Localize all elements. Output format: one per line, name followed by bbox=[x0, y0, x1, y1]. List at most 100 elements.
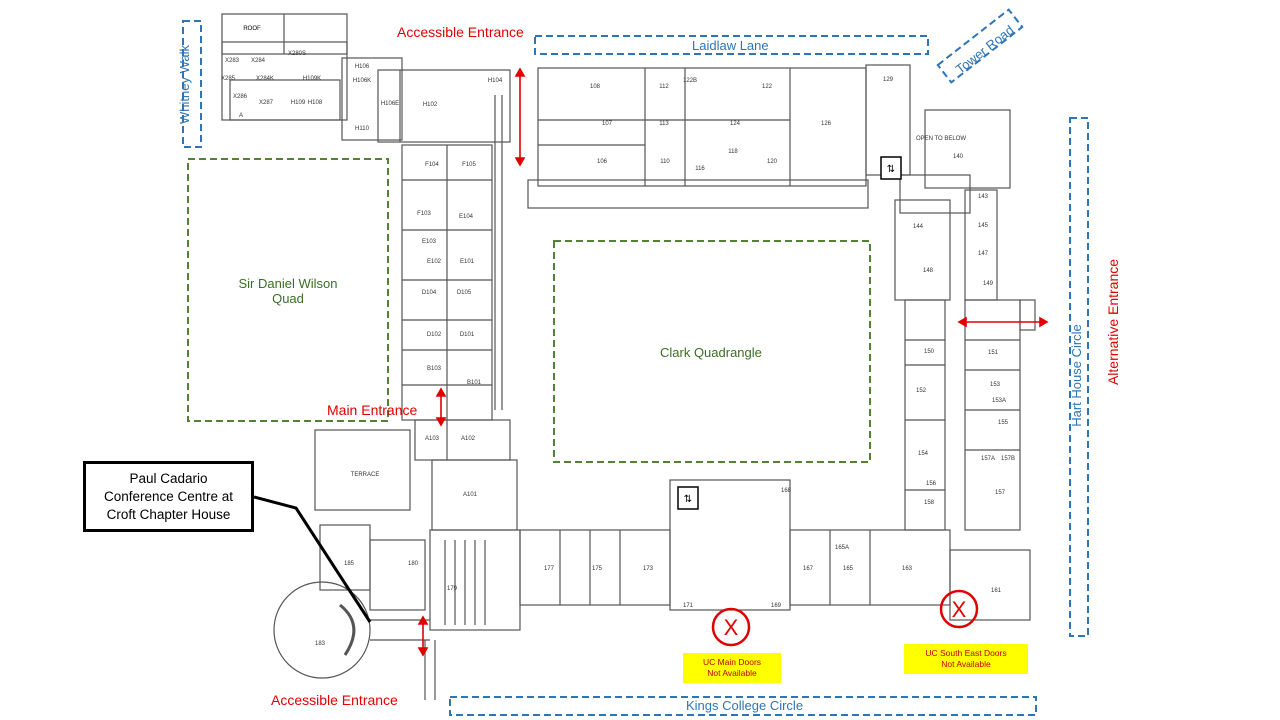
room-label: 177 bbox=[544, 566, 555, 572]
room-label: 165 bbox=[843, 566, 854, 572]
room-label: 180 bbox=[408, 561, 419, 567]
room-label: TERRACE bbox=[351, 472, 380, 478]
room-label: 157A bbox=[981, 456, 995, 462]
room-label: 113 bbox=[659, 121, 669, 127]
wilson-quad-name: Sir Daniel Wilson Quad bbox=[238, 276, 338, 306]
street-hart-house-circle: Hart House Circle bbox=[1068, 324, 1084, 427]
room-label: 112 bbox=[659, 84, 669, 90]
building-outline bbox=[221, 13, 1036, 700]
room-label: 165A bbox=[835, 545, 849, 551]
room-label: 129 bbox=[883, 77, 894, 83]
accessible-entrance-top-label: Accessible Entrance bbox=[397, 24, 524, 40]
uc-main-doors-line2: Not Available bbox=[707, 668, 757, 678]
room-label: X287 bbox=[259, 100, 274, 106]
room-label: H106E bbox=[381, 101, 399, 107]
room-label: 171 bbox=[683, 603, 694, 609]
room-label: 157 bbox=[995, 490, 1006, 496]
room-label: 116 bbox=[695, 166, 705, 172]
room-label: 149 bbox=[983, 281, 994, 287]
room-label: F105 bbox=[462, 162, 476, 168]
closed-door-marker-main: X bbox=[711, 607, 751, 647]
clark-quad-outline bbox=[553, 240, 871, 463]
room-label: 163 bbox=[902, 566, 913, 572]
room-label: D104 bbox=[422, 290, 437, 296]
room-label: 122B bbox=[683, 78, 697, 84]
uc-south-east-doors-line2: Not Available bbox=[941, 659, 991, 669]
room-label: E102 bbox=[427, 259, 442, 265]
uc-south-east-doors-notice: UC South East Doors Not Available bbox=[904, 644, 1028, 674]
clark-quad-label: Clark Quadrangle bbox=[660, 345, 762, 360]
main-entrance-label: Main Entrance bbox=[327, 402, 418, 418]
svg-text:⇅: ⇅ bbox=[684, 494, 692, 505]
svg-text:⇅: ⇅ bbox=[887, 164, 895, 175]
room-label: ROOF bbox=[243, 26, 261, 32]
room-label: H110 bbox=[355, 126, 370, 132]
room-label: 148 bbox=[923, 268, 934, 274]
room-label: H102 bbox=[423, 102, 438, 108]
room-label: 175 bbox=[592, 566, 603, 572]
callout-line-3: Croft Chapter House bbox=[106, 506, 231, 522]
room-label: 108 bbox=[590, 84, 601, 90]
room-label: 124 bbox=[730, 121, 741, 127]
room-label: H108 bbox=[308, 100, 323, 106]
room-label: 145 bbox=[978, 223, 989, 229]
room-label: 122 bbox=[762, 84, 773, 90]
room-label: D102 bbox=[427, 332, 442, 338]
room-label: 183 bbox=[315, 641, 326, 647]
room-label: D105 bbox=[457, 290, 472, 296]
room-label: 179 bbox=[447, 586, 458, 592]
room-label: A101 bbox=[463, 492, 478, 498]
room-label: X286 bbox=[233, 94, 248, 100]
wilson-quad-label: Sir Daniel Wilson Quad bbox=[228, 276, 348, 306]
room-label: 118 bbox=[728, 149, 738, 155]
room-label: 157B bbox=[1001, 456, 1015, 462]
room-label: E104 bbox=[459, 214, 474, 220]
room-label: 155 bbox=[998, 420, 1009, 426]
room-label: 153A bbox=[992, 398, 1006, 404]
room-label: F104 bbox=[425, 162, 439, 168]
room-label: X283 bbox=[225, 58, 240, 64]
street-whitney-walk: Whitney Walk bbox=[176, 45, 192, 124]
conference-centre-callout: Paul Cadario Conference Centre at Croft … bbox=[83, 461, 254, 532]
alternative-entrance-label: Alternative Entrance bbox=[1105, 258, 1122, 386]
room-label: 126 bbox=[821, 121, 832, 127]
room-label: 154 bbox=[918, 451, 929, 457]
room-label: X284 bbox=[251, 58, 266, 64]
room-label: 152 bbox=[916, 388, 927, 394]
uc-south-east-doors-line1: UC South East Doors bbox=[925, 648, 1007, 658]
room-label: 156 bbox=[926, 481, 937, 487]
room-label: H109 bbox=[291, 100, 306, 106]
room-label: 185 bbox=[344, 561, 355, 567]
room-label: 168 bbox=[781, 488, 792, 494]
room-label: 167 bbox=[803, 566, 814, 572]
room-label: 173 bbox=[643, 566, 654, 572]
room-label: 106 bbox=[597, 159, 608, 165]
room-label: E103 bbox=[422, 239, 437, 245]
room-label: B103 bbox=[427, 366, 442, 372]
room-label: A103 bbox=[425, 436, 440, 442]
room-label: ROOF bbox=[243, 26, 261, 32]
room-label: 153 bbox=[990, 382, 1001, 388]
room-label: 151 bbox=[988, 350, 999, 356]
room-label: 144 bbox=[913, 224, 924, 230]
room-label: 107 bbox=[602, 121, 613, 127]
room-label: 158 bbox=[924, 500, 935, 506]
wilson-quad-outline bbox=[187, 158, 389, 422]
room-label: E101 bbox=[460, 259, 475, 265]
room-label: 140 bbox=[953, 154, 964, 160]
room-label: 150 bbox=[924, 349, 935, 355]
callout-line-1: Paul Cadario bbox=[129, 470, 208, 486]
street-kings-college-circle: Kings College Circle bbox=[686, 698, 804, 713]
callout-line-2: Conference Centre at bbox=[103, 488, 234, 504]
svg-text:X: X bbox=[724, 615, 739, 640]
svg-text:X: X bbox=[952, 597, 967, 622]
room-label: H109K bbox=[303, 76, 321, 82]
room-label: 147 bbox=[978, 251, 989, 257]
room-label: D101 bbox=[460, 332, 475, 338]
room-label: H104 bbox=[488, 78, 503, 84]
room-label: 120 bbox=[767, 159, 778, 165]
elevator-icon: ⇅ bbox=[880, 156, 902, 180]
room-label: X284K bbox=[256, 76, 274, 82]
